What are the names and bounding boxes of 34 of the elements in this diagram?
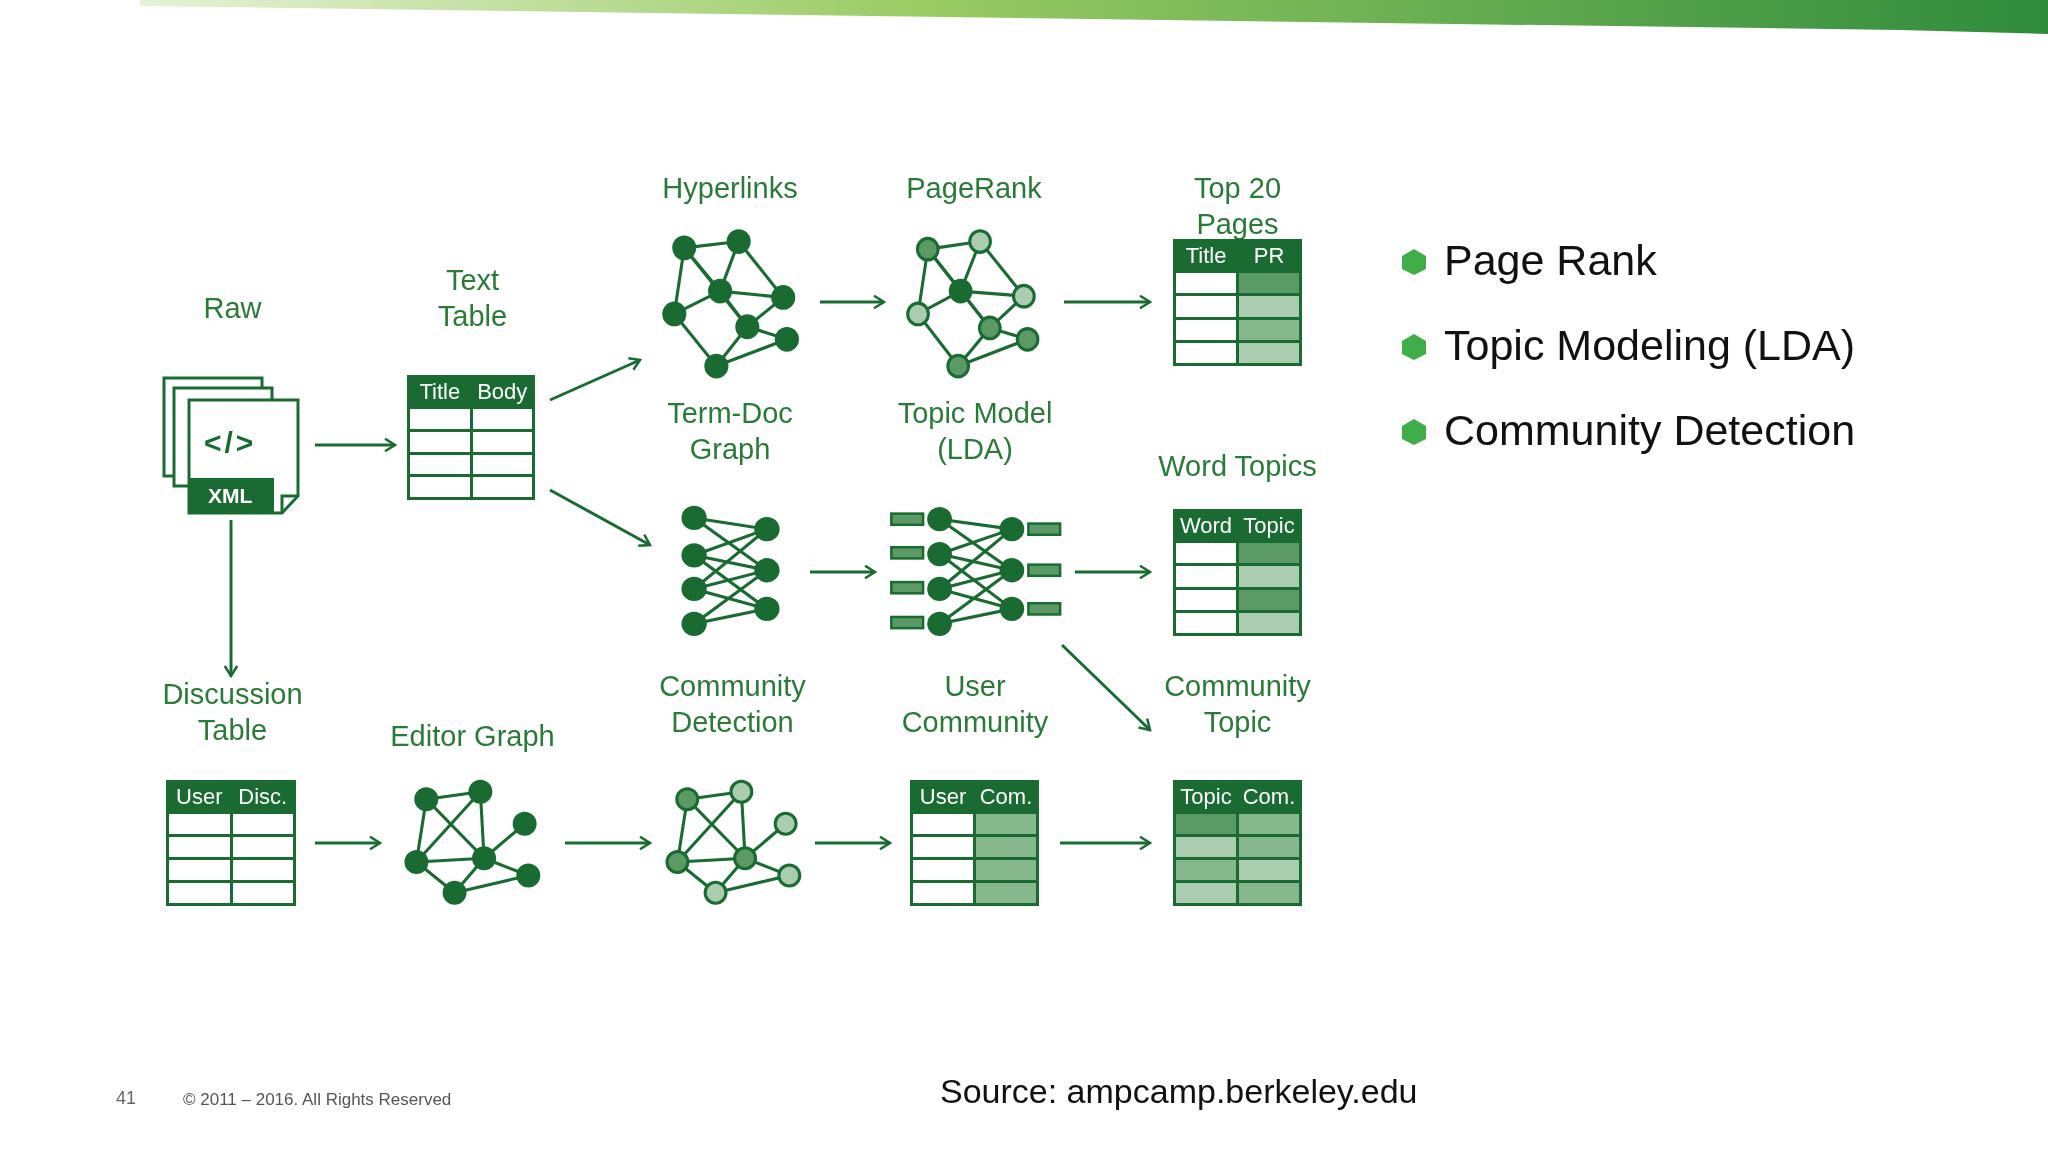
node-label: Word Topics: [1157, 449, 1318, 484]
node-label: Discussion Table: [161, 677, 304, 748]
node-label: Community Detection: [658, 669, 807, 740]
node-label: Top 20 Pages: [1192, 171, 1283, 242]
arrow: [315, 835, 382, 851]
arrow: [1064, 294, 1152, 310]
node-label: User Community: [900, 669, 1050, 740]
arrow: [565, 835, 652, 851]
bullet-text: Community Detection: [1444, 406, 1856, 455]
source-text: Source: ampcamp.berkeley.edu: [940, 1072, 1418, 1111]
arrow: [549, 357, 642, 402]
bullet-text: Page Rank: [1444, 236, 1657, 285]
node-label: Topic Model (LDA): [896, 396, 1054, 467]
page-number: 41: [116, 1088, 137, 1109]
arrow: [1060, 835, 1152, 851]
node-label: Community Topic: [1163, 669, 1312, 740]
arrow: [1060, 643, 1152, 732]
copyright-text: © 2011 – 2016. All Rights Reserved: [183, 1090, 452, 1110]
arrow: [815, 835, 892, 851]
arrow: [810, 564, 877, 580]
code-symbol: </>: [204, 426, 257, 460]
node-label: Hyperlinks: [661, 171, 799, 206]
arrow: [223, 520, 239, 678]
node-label: Term-Doc Graph: [666, 396, 794, 467]
arrow: [1075, 564, 1152, 580]
node-label: Text Table: [436, 263, 509, 334]
node-label: Editor Graph: [389, 719, 556, 754]
arrow: [820, 294, 886, 310]
file-type-label: XML: [208, 484, 253, 508]
node-label: PageRank: [905, 171, 1043, 206]
arrow: [549, 488, 652, 547]
bullet-text: Topic Modeling (LDA): [1444, 321, 1856, 370]
arrow: [315, 437, 397, 453]
node-label: Raw: [202, 291, 263, 326]
